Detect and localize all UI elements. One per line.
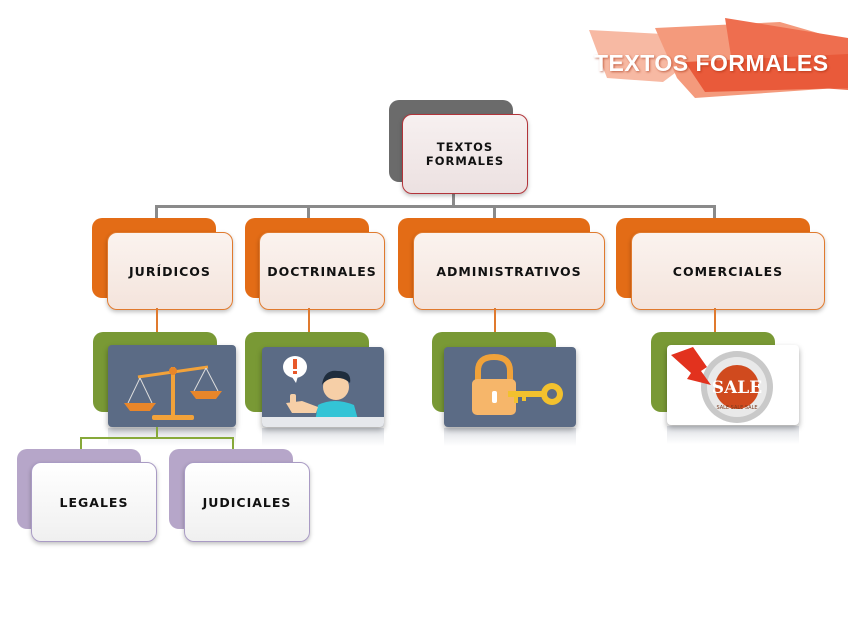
root-node: TEXTOS FORMALES (402, 114, 528, 194)
root-node-line2: FORMALES (425, 154, 505, 168)
image-comerciales: SALE SALE SALE SALE (667, 345, 799, 425)
sale-sticker-big-text: SALE (712, 378, 762, 398)
image-juridicos (108, 345, 236, 427)
category-label: COMERCIALES (672, 263, 784, 279)
sale-sticker-small-text: SALE SALE SALE (716, 405, 757, 411)
connector-administrativos-image (494, 308, 496, 334)
reflection-administrativos (444, 428, 576, 446)
image-doctrinales (262, 347, 384, 427)
sale-sticker-icon: SALE SALE SALE SALE (671, 347, 773, 423)
connector-horizontal (155, 205, 716, 208)
connector-doctrinales (307, 205, 310, 219)
connector-sub-vertical (156, 427, 158, 439)
connector-juridicos-image (156, 308, 158, 334)
sub-category-judiciales: JUDICIALES (184, 462, 310, 542)
connector-comerciales-image (714, 308, 716, 334)
scales-icon (124, 365, 222, 420)
banner-ribbon (589, 18, 848, 98)
banner-title: TEXTOS FORMALES (594, 50, 829, 76)
image-administrativos (444, 347, 576, 427)
connector-administrativos (493, 205, 496, 219)
category-administrativos: ADMINISTRATIVOS (413, 232, 605, 310)
category-label: DOCTRINALES (267, 263, 377, 279)
category-comerciales: COMERCIALES (631, 232, 825, 310)
sub-category-label: LEGALES (59, 494, 129, 510)
connector-sub-horizontal (80, 437, 234, 439)
category-doctrinales: DOCTRINALES (259, 232, 385, 310)
sub-category-label: JUDICIALES (202, 494, 292, 510)
root-node-line1: TEXTOS (436, 140, 494, 154)
reflection-comerciales (667, 426, 799, 444)
connector-root (452, 194, 455, 206)
person-idea-icon (262, 356, 384, 427)
category-label: JURÍDICOS (129, 263, 211, 279)
connector-doctrinales-image (308, 308, 310, 334)
reflection-doctrinales (262, 428, 384, 446)
category-label: ADMINISTRATIVOS (436, 263, 582, 279)
connector-comerciales (713, 205, 716, 219)
sub-category-legales: LEGALES (31, 462, 157, 542)
padlock-key-icon (472, 353, 563, 415)
connector-juridicos (155, 205, 158, 219)
connector-judiciales (232, 437, 234, 449)
connector-legales (80, 437, 82, 449)
category-juridicos: JURÍDICOS (107, 232, 233, 310)
